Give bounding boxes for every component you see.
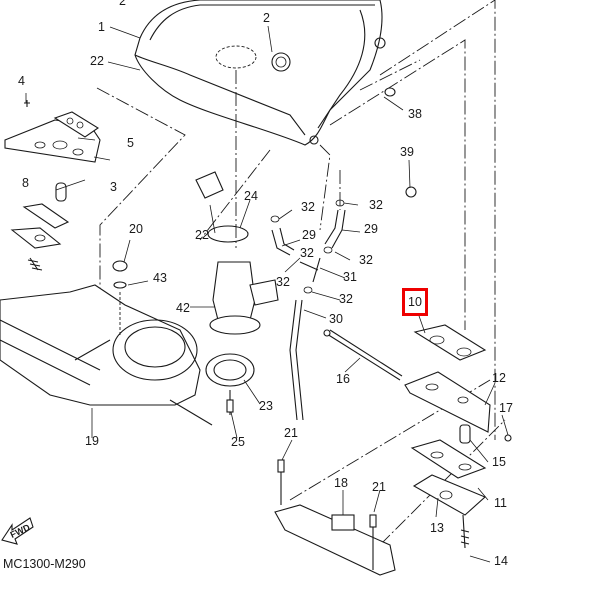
- callout-14: 14: [494, 554, 508, 568]
- callout-23: 23: [259, 399, 273, 413]
- callout-30: 30: [329, 312, 343, 326]
- callout-21: 21: [372, 480, 386, 494]
- callout-24: 24: [244, 189, 258, 203]
- callout-32: 32: [300, 246, 314, 260]
- callout-20: 20: [129, 222, 143, 236]
- fwd-arrow-icon: [1, 517, 34, 545]
- callout-15: 15: [492, 455, 506, 469]
- callout-11: 11: [494, 496, 507, 510]
- callout-38: 38: [408, 107, 422, 121]
- bracket-assembly-left: [4, 100, 101, 271]
- fuel-pump-assembly: [195, 171, 279, 415]
- callout-3: 3: [110, 180, 117, 194]
- callout-16: 16: [336, 372, 350, 386]
- callout-25: 25: [231, 435, 245, 449]
- diagram-code: MC1300-M290: [3, 557, 86, 571]
- callout-8: 8: [22, 176, 29, 190]
- callout-13: 13: [430, 521, 444, 535]
- tank-tray-part: [0, 284, 213, 426]
- callout-2: 2: [263, 11, 270, 25]
- callout-18: 18: [334, 476, 348, 490]
- callout-21: 21: [284, 426, 298, 440]
- callout-32: 32: [276, 275, 290, 289]
- bracket-assembly-right: [404, 324, 512, 549]
- callout-17: 17: [499, 401, 513, 415]
- callout-22: 22: [90, 54, 104, 68]
- callout-31: 31: [343, 270, 357, 284]
- callout-22: 22: [195, 228, 209, 242]
- callout-42: 42: [176, 301, 190, 315]
- callout-32: 32: [359, 253, 373, 267]
- fuel-hoses: [270, 199, 346, 421]
- callout-29: 29: [364, 222, 378, 236]
- callout-39: 39: [400, 145, 414, 159]
- grommet-and-washer: [112, 260, 128, 335]
- callout-12: 12: [492, 371, 506, 385]
- callout-19: 19: [85, 434, 99, 448]
- callout-32: 32: [369, 198, 383, 212]
- small-fasteners: [384, 87, 417, 198]
- callout-leader-lines: [25, 25, 509, 563]
- callout-10-highlighted[interactable]: 10: [402, 288, 428, 316]
- fuel-tank-part: [134, 0, 386, 146]
- callout-29: 29: [302, 228, 316, 242]
- long-bolt-part: [323, 329, 403, 381]
- callout-32: 32: [339, 292, 353, 306]
- callout-1: 1: [98, 20, 105, 34]
- callout-5: 5: [127, 136, 134, 150]
- callout-4: 4: [18, 74, 25, 88]
- lower-bracket-assembly: [274, 459, 396, 576]
- callout-43: 43: [153, 271, 167, 285]
- callout-2: 2: [119, 0, 126, 8]
- callout-32: 32: [301, 200, 315, 214]
